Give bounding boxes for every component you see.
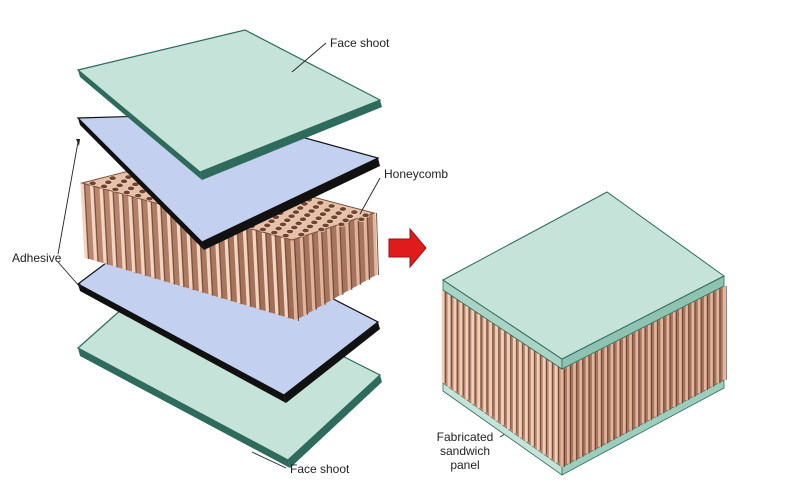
adhesive-label: Adhesive (12, 251, 62, 265)
fabricated-label-line-1: Fabricated (436, 430, 494, 444)
face-sheet-top-label: Face shoot (330, 36, 390, 50)
face-sheet-bottom-label: Face shoot (290, 462, 350, 476)
top-face-sheet (76, 29, 382, 180)
fabricated-label-line-2: sandwich (439, 444, 491, 458)
top-adhesive-layer (76, 113, 380, 250)
arrow-right-icon (388, 227, 427, 269)
fabricated-panel-label: Fabricated sandwich panel (428, 430, 502, 472)
honeycomb-label: Honeycomb (384, 167, 449, 181)
leader-lines (57, 42, 526, 469)
fabricated-label-line-3: panel (450, 458, 480, 472)
fabricated-sandwich-panel (441, 191, 727, 476)
